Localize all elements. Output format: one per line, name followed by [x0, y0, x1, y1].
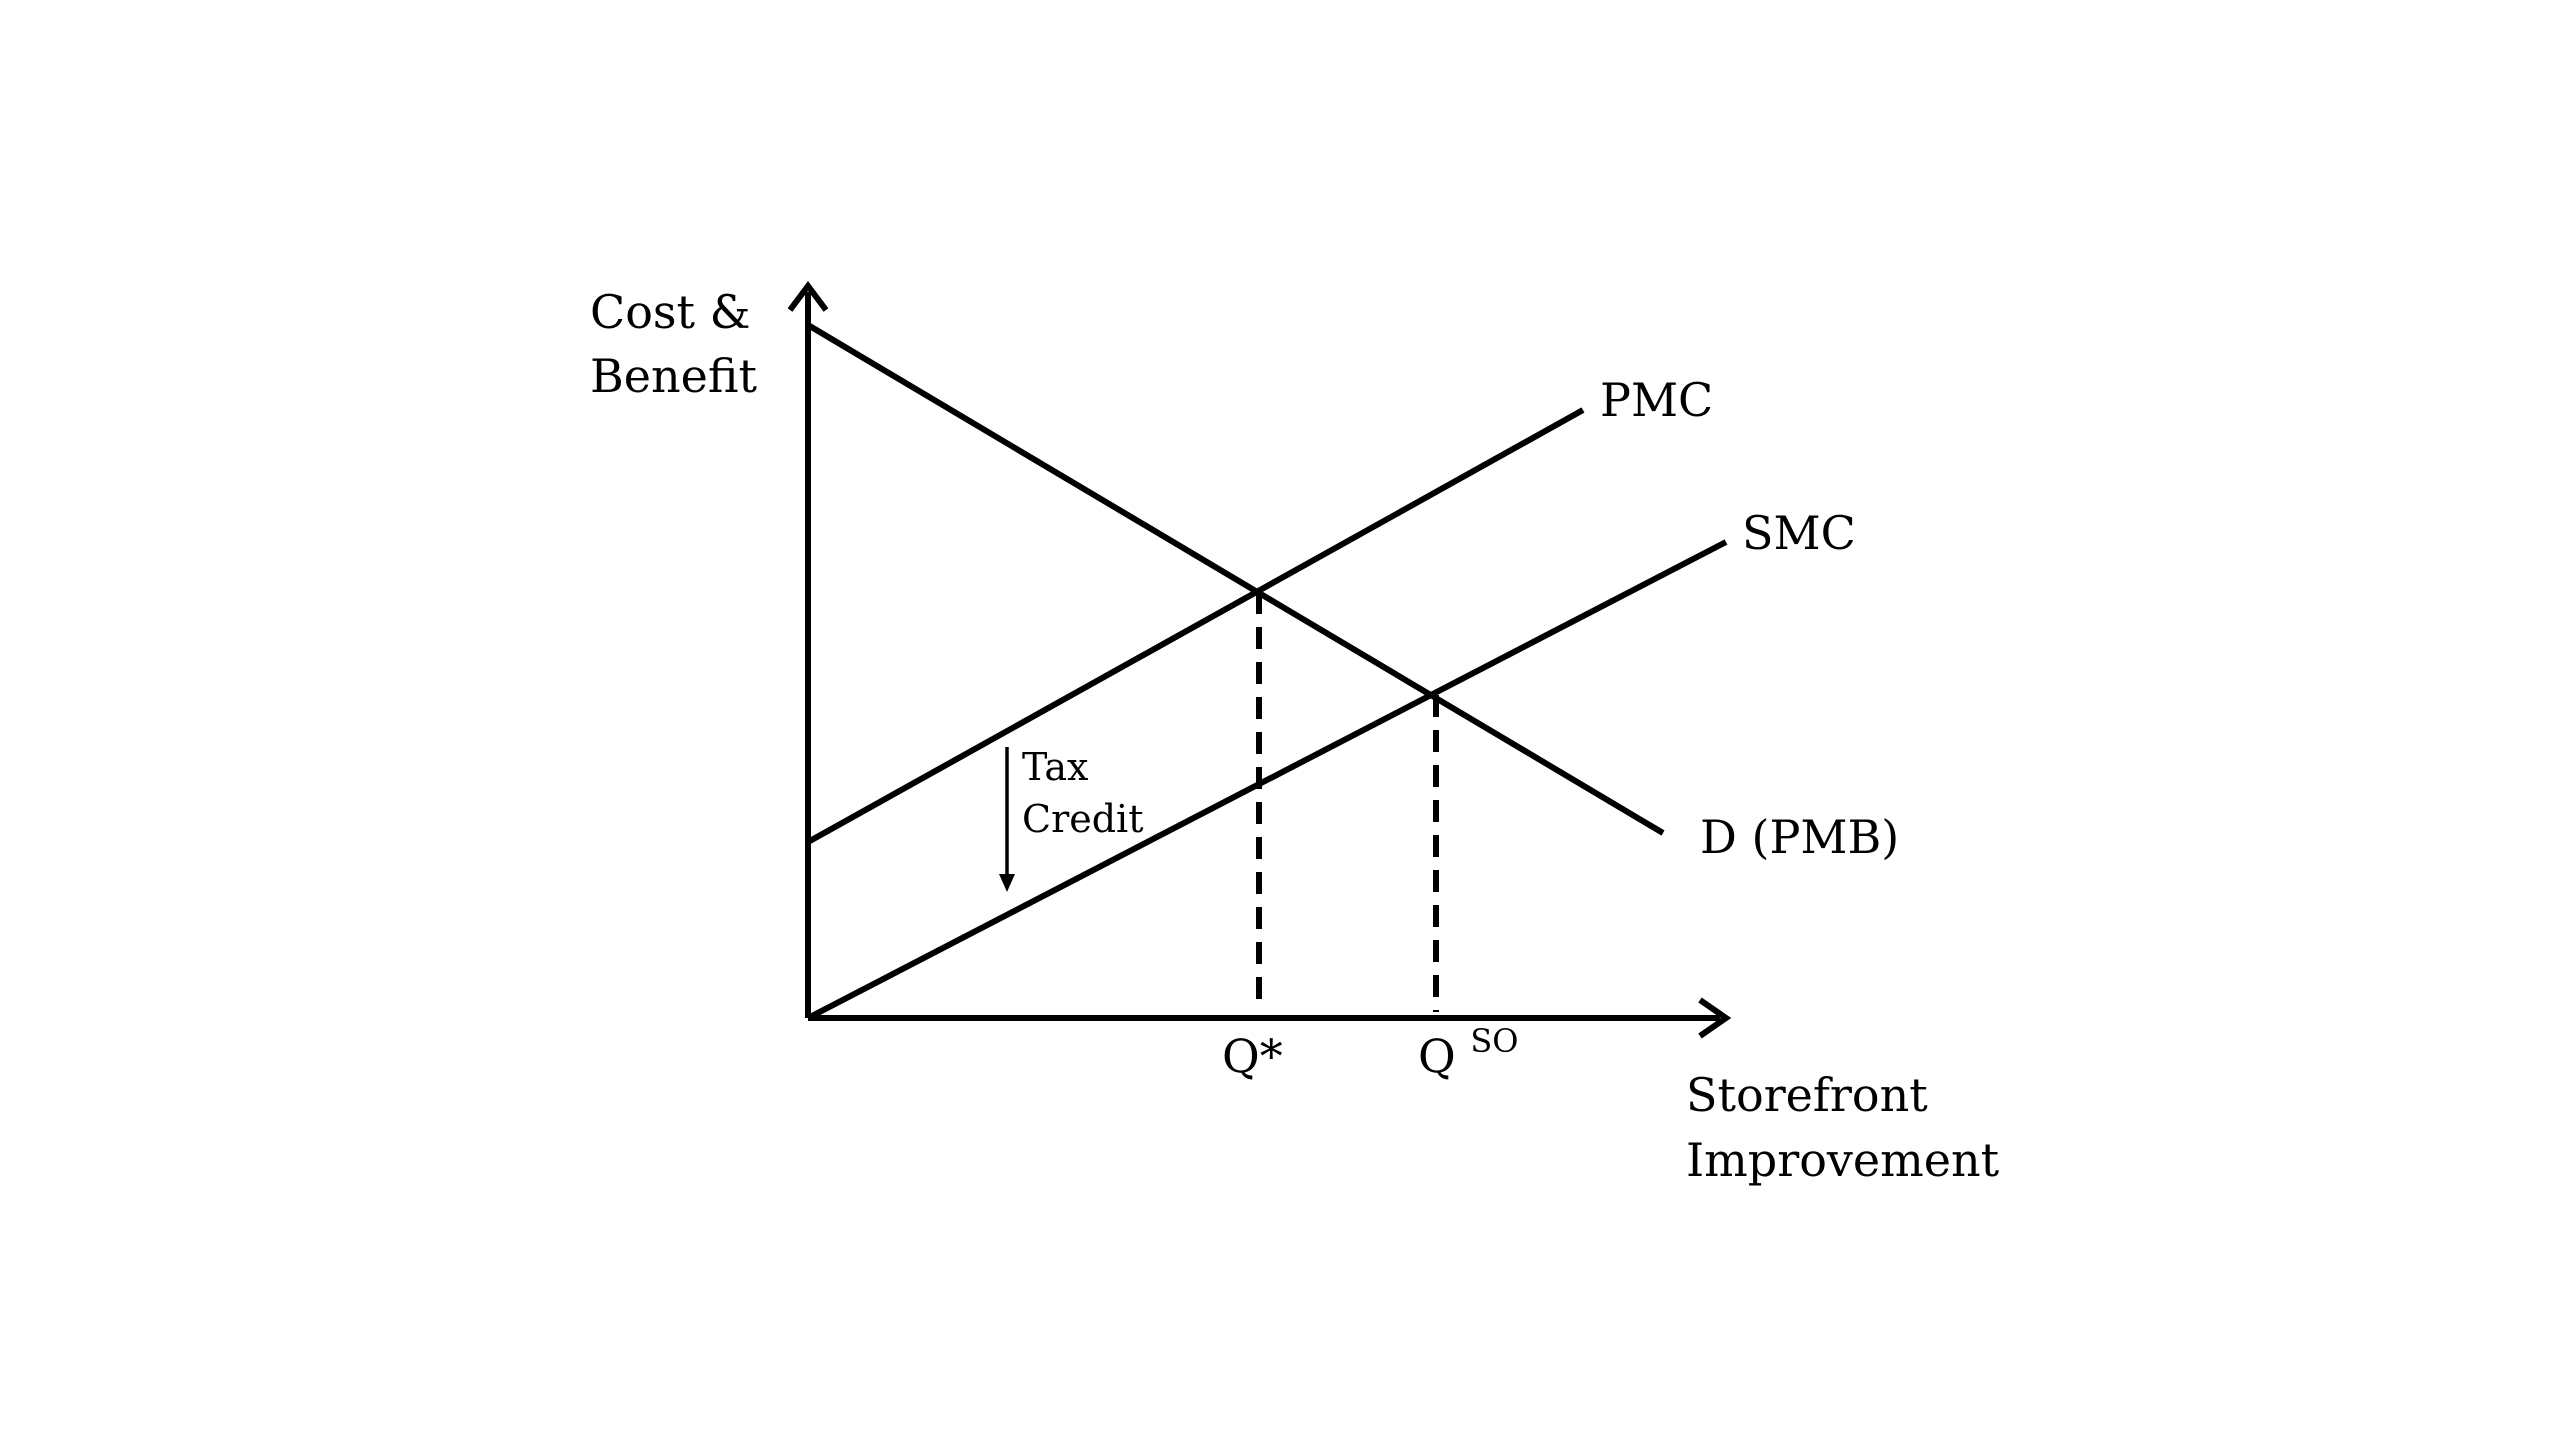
q-star-label: Q* [1222, 1029, 1283, 1083]
q-so-base: Q [1418, 1029, 1456, 1083]
pmc-curve [806, 407, 1585, 845]
smc-curve [806, 539, 1728, 1021]
y-axis-label-line2: Benefit [590, 349, 758, 403]
demand-curve [806, 322, 1665, 836]
y-axis-arrowhead [787, 281, 829, 312]
demand-label: D (PMB) [1700, 810, 1899, 864]
tax-credit-label-line2: Credit [1022, 797, 1143, 841]
smc-label: SMC [1742, 506, 1856, 560]
tax-credit-label-line1: Tax [1022, 745, 1088, 789]
x-axis-label-line1: Storefront [1686, 1068, 1928, 1122]
q-so-label: Q SO [1418, 1022, 1519, 1083]
x-axis-arrowhead [1698, 997, 1732, 1039]
pmc-label: PMC [1600, 373, 1713, 427]
tax-credit-arrowhead [999, 874, 1015, 892]
x-axis-label-line2: Improvement [1686, 1133, 2000, 1187]
y-axis-label-line1: Cost & [590, 285, 751, 339]
q-so-superscript: SO [1470, 1022, 1518, 1060]
